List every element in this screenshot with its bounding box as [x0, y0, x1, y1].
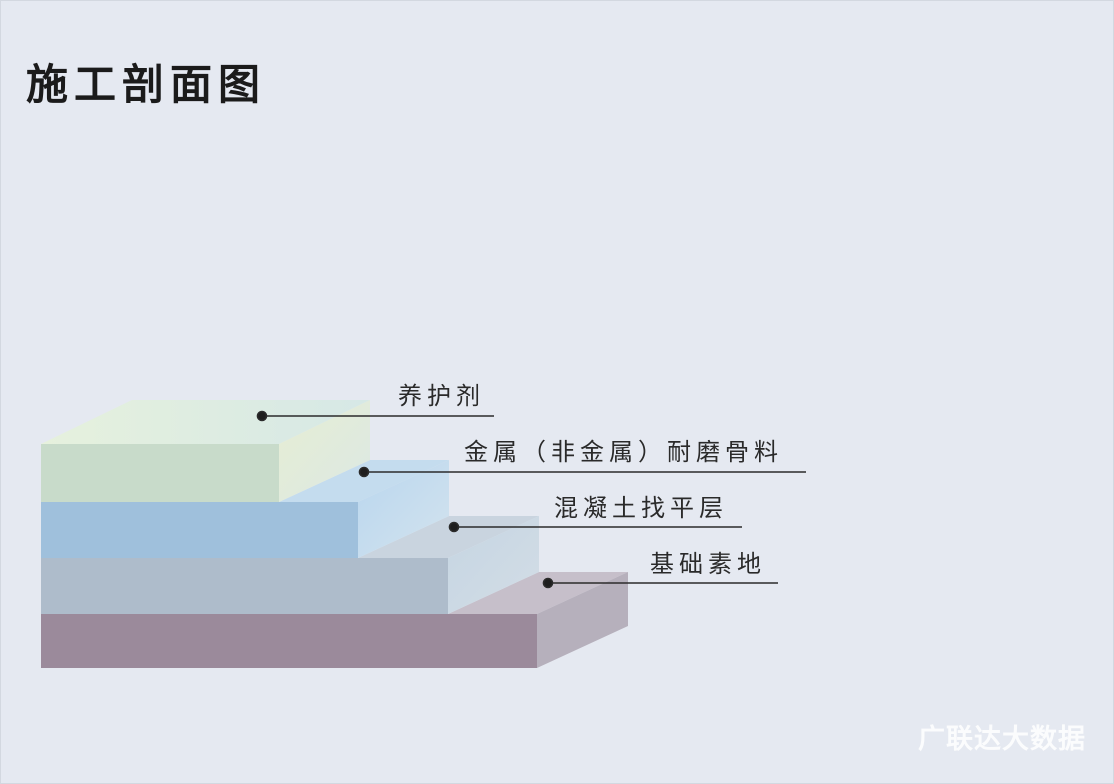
layer-base-side [537, 572, 628, 668]
label-concrete-leveling: 混凝土找平层 [554, 494, 728, 522]
label-aggregate: 金属（非金属）耐磨骨料 [464, 438, 783, 466]
layer-curing-side [279, 400, 370, 502]
layer-curing [41, 400, 370, 502]
leader-dot-concrete [448, 521, 460, 533]
layer-aggregate-top [279, 460, 449, 502]
layer-aggregate-side [358, 460, 449, 558]
leader-dot-aggregate [358, 466, 370, 478]
layer-concrete-side [448, 516, 539, 614]
layer-aggregate [41, 460, 449, 558]
layer-base-front [41, 614, 537, 668]
leader-dot-curing [256, 410, 268, 422]
leader-dot-base [542, 577, 554, 589]
page-title: 施工剖面图 [26, 60, 267, 109]
leader-lines [256, 410, 806, 589]
layer-curing-top [41, 400, 370, 444]
layer-concrete-front [41, 558, 448, 614]
layer-aggregate-front [41, 502, 358, 558]
layer-base [41, 572, 628, 668]
label-base-ground: 基础素地 [650, 550, 766, 578]
layer-curing-front [41, 444, 279, 502]
label-curing-agent: 养护剂 [398, 382, 485, 410]
watermark: 广联达大数据 [918, 724, 1086, 755]
